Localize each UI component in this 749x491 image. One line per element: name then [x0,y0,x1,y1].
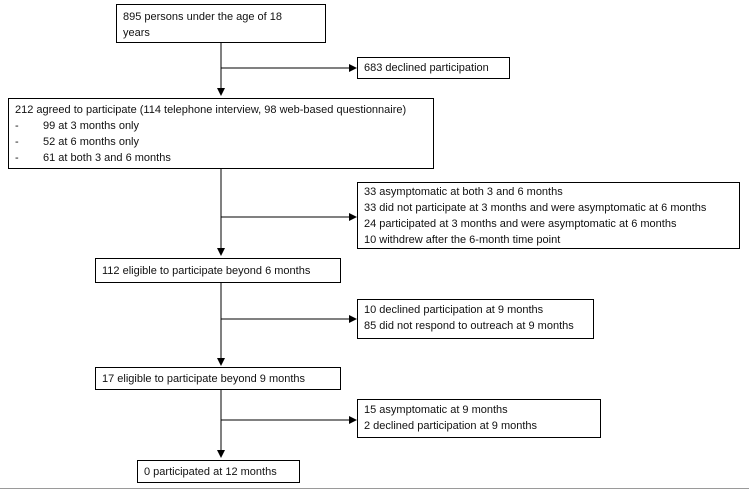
agreed-item: -52 at 6 months only [15,136,140,148]
start-box: 895 persons under the age of 18 years [116,4,326,43]
excluded-6m-line: 33 asymptomatic at both 3 and 6 months [364,186,563,198]
start-line-1: 895 persons under the age of 18 [123,11,283,23]
excluded-6m-box: 33 asymptomatic at both 3 and 6 months 3… [357,182,740,249]
declined-box: 683 declined participation [357,57,510,79]
excluded-9m-line: 10 declined participation at 9 months [364,304,544,316]
agreed-heading: 212 agreed to participate (114 telephone… [15,104,407,116]
agreed-item: -61 at both 3 and 6 months [15,152,171,164]
participated-12m-box: 0 participated at 12 months [137,460,300,483]
excluded-12m-line: 2 declined participation at 9 months [364,420,538,432]
eligible-9m-box: 17 eligible to participate beyond 9 mont… [95,367,341,390]
excluded-9m-box: 10 declined participation at 9 months 85… [357,299,594,339]
agreed-box: 212 agreed to participate (114 telephone… [8,98,434,169]
eligible-6m-text: 112 eligible to participate beyond 6 mon… [102,265,311,277]
declined-text: 683 declined participation [364,62,489,74]
excluded-6m-line: 10 withdrew after the 6-month time point [364,234,561,246]
participated-12m-text: 0 participated at 12 months [144,466,277,478]
excluded-6m-line: 33 did not participate at 3 months and w… [364,202,707,214]
eligible-9m-text: 17 eligible to participate beyond 9 mont… [102,373,306,385]
start-line-2: years [123,27,150,39]
agreed-item: -99 at 3 months only [15,120,140,132]
excluded-12m-line: 15 asymptomatic at 9 months [364,404,508,416]
bottom-divider [0,488,749,489]
excluded-6m-line: 24 participated at 3 months and were asy… [364,218,677,230]
excluded-12m-box: 15 asymptomatic at 9 months 2 declined p… [357,399,601,438]
excluded-9m-line: 85 did not respond to outreach at 9 mont… [364,320,574,332]
eligible-6m-box: 112 eligible to participate beyond 6 mon… [95,258,341,283]
